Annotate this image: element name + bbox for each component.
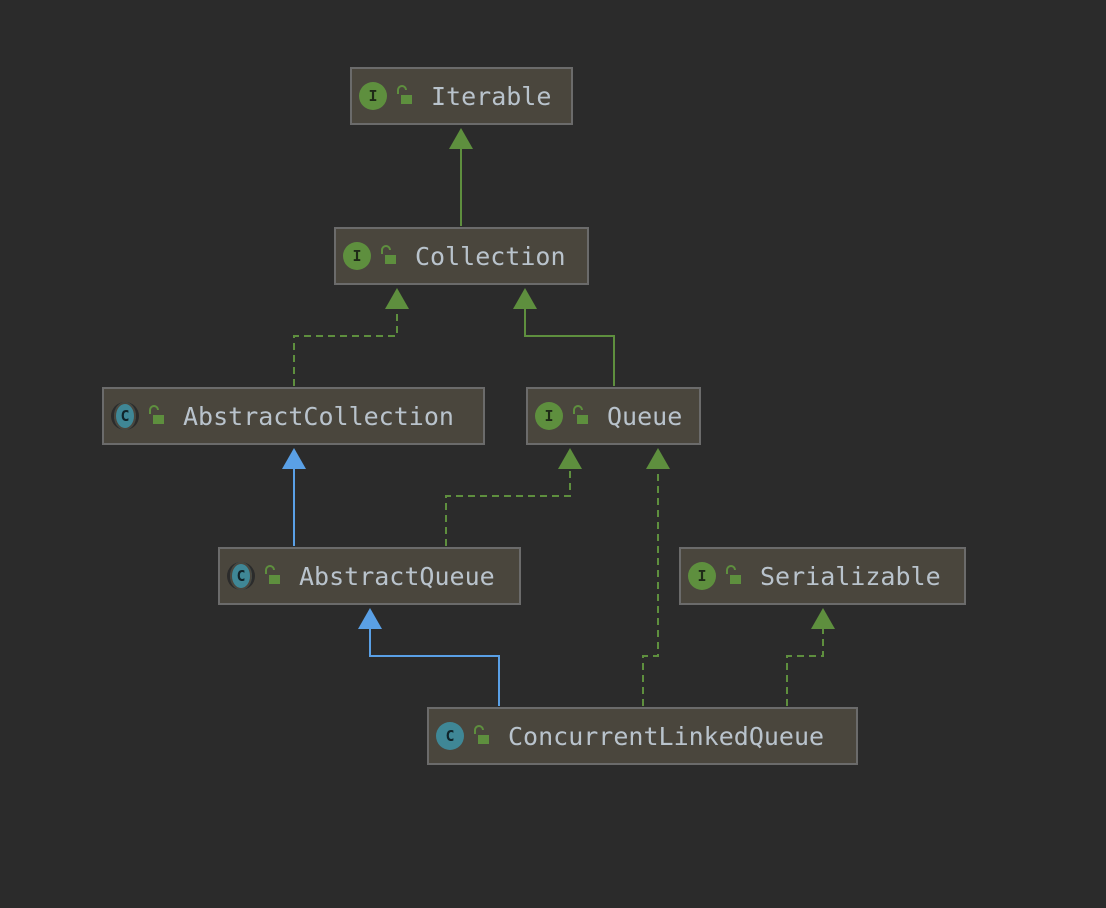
node-label: Collection (415, 241, 566, 271)
node-abstract-collection[interactable]: C AbstractCollection (102, 387, 485, 445)
edge-line (445, 468, 571, 546)
edge-abstract-collection-to-collection (293, 288, 409, 386)
arrowhead (449, 128, 473, 149)
node-queue[interactable]: I Queue (526, 387, 701, 445)
unlock-icon (474, 725, 489, 744)
unlock-icon (397, 85, 412, 104)
edge-concurrent-linked-queue-to-serializable (786, 608, 835, 706)
unlock-icon (265, 565, 280, 584)
node-label: Iterable (431, 81, 552, 111)
unlock-icon (726, 565, 741, 584)
arrowhead (358, 608, 382, 629)
node-label: Queue (607, 401, 683, 431)
arrowhead (513, 288, 537, 309)
edge-line (524, 308, 615, 386)
arrowhead (385, 288, 409, 309)
arrowhead (811, 608, 835, 629)
edge-concurrent-linked-queue-to-queue (642, 448, 670, 706)
edge-line (293, 308, 398, 386)
edge-line (786, 628, 824, 706)
edge-collection-to-iterable (449, 128, 473, 226)
abstract-class-icon: C (111, 402, 139, 430)
edge-queue-to-collection (513, 288, 615, 386)
node-concurrent-linked-queue[interactable]: C ConcurrentLinkedQueue (427, 707, 858, 765)
edge-line (642, 468, 659, 706)
edge-abstract-queue-to-abstract-collection (282, 448, 306, 546)
unlock-icon (573, 405, 588, 424)
abstract-class-icon: C (227, 562, 255, 590)
arrowhead (282, 448, 306, 469)
node-label: ConcurrentLinkedQueue (508, 721, 825, 751)
unlock-icon (381, 245, 396, 264)
node-abstract-queue[interactable]: C AbstractQueue (218, 547, 521, 605)
interface-icon: I (359, 82, 387, 110)
arrowhead (558, 448, 582, 469)
class-icon: C (436, 722, 464, 750)
node-iterable[interactable]: I Iterable (350, 67, 573, 125)
node-serializable[interactable]: I Serializable (679, 547, 966, 605)
unlock-icon (149, 405, 164, 424)
node-label: AbstractQueue (299, 561, 495, 591)
edge-abstract-queue-to-queue (445, 448, 582, 546)
arrowhead (646, 448, 670, 469)
edge-line (369, 628, 500, 706)
node-label: Serializable (760, 561, 941, 591)
node-collection[interactable]: I Collection (334, 227, 589, 285)
edge-concurrent-linked-queue-to-abstract-queue (358, 608, 500, 706)
interface-icon: I (535, 402, 563, 430)
interface-icon: I (688, 562, 716, 590)
node-label: AbstractCollection (183, 401, 454, 431)
interface-icon: I (343, 242, 371, 270)
